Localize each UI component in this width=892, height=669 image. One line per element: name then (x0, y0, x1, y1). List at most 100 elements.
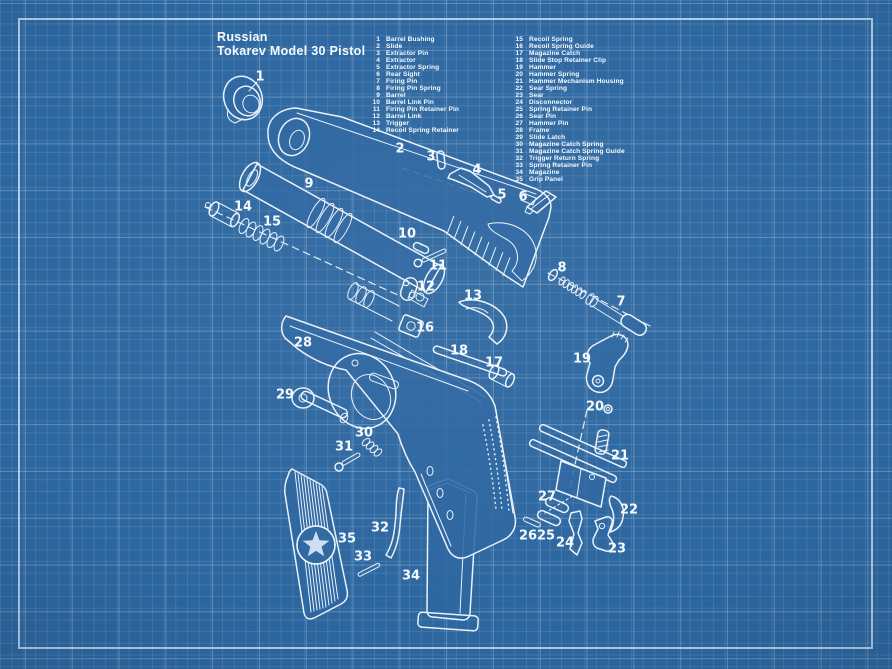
part-name: Grip Panel (529, 176, 563, 183)
part-12-barrel-link (399, 276, 419, 302)
part-24-disconnector (568, 510, 583, 556)
part-4-extractor (447, 167, 495, 198)
part-19-hammer (585, 331, 629, 394)
part-number: 6 (376, 71, 380, 78)
parts-list-item: 8 Firing Pin Spring (366, 85, 459, 92)
part-name: Slide Stop Retainer Clip (529, 57, 607, 64)
callout-28: 28 (294, 336, 312, 351)
part-15-recoil-spring (238, 218, 285, 252)
part-name: Frame (529, 127, 550, 134)
part-30-magazine-catch-spring (361, 437, 383, 457)
part-name: Trigger Return Spring (529, 155, 600, 162)
part-number: 20 (515, 71, 523, 78)
part-name: Spring Retainer Pin (529, 162, 593, 169)
parts-list-item: 18 Slide Stop Retainer Clip (506, 57, 625, 64)
part-20-hammer-spring (594, 404, 613, 455)
callout-33: 33 (354, 550, 372, 565)
part-name: Hammer Mechanism Housing (529, 78, 624, 85)
callout-24: 24 (556, 536, 574, 551)
part-28-frame (281, 315, 517, 559)
callout-2: 2 (395, 142, 404, 157)
part-number: 35 (515, 176, 523, 183)
callout-14: 14 (234, 200, 252, 215)
part-number: 22 (515, 85, 523, 92)
part-31-magazine-catch-spring-guide (334, 452, 361, 472)
part-21-hammer-mechanism-housing (528, 423, 628, 508)
part-name: Barrel Link Pin (386, 99, 435, 106)
part-29-slide-latch (291, 387, 349, 424)
part-name: Recoil Spring Retainer (386, 127, 459, 134)
part-name: Slide (386, 43, 403, 50)
callout-5: 5 (497, 188, 506, 203)
callout-16: 16 (416, 321, 434, 336)
part-number: 31 (515, 148, 523, 155)
part-25-spring-retainer-pin (536, 509, 562, 527)
callout-6: 6 (518, 190, 527, 205)
callout-30: 30 (355, 426, 373, 441)
part-name: Sear Pin (529, 113, 557, 120)
part-name: Sear (529, 92, 544, 99)
part-number: 15 (515, 36, 523, 43)
callout-32: 32 (371, 521, 389, 536)
callout-13: 13 (464, 289, 482, 304)
part-18-slide-stop-retainer-clip (432, 345, 508, 377)
part-name: Hammer (529, 64, 556, 71)
part-name: Firing Pin (386, 78, 418, 85)
part-number: 32 (515, 155, 523, 162)
part-name: Barrel Link (386, 113, 422, 120)
callout-19: 19 (573, 352, 591, 367)
part-number: 23 (515, 92, 523, 99)
callout-31: 31 (335, 440, 353, 455)
part-number: 3 (376, 50, 380, 57)
part-name: Barrel (386, 92, 406, 99)
part-number: 11 (372, 106, 380, 113)
part-number: 21 (515, 78, 523, 85)
parts-list-item: 32 Trigger Return Spring (506, 155, 625, 162)
parts-list-item: 21 Hammer Mechanism Housing (506, 78, 625, 85)
part-number: 25 (515, 106, 523, 113)
part-16-recoil-spring-guide (347, 282, 424, 338)
part-number: 4 (376, 57, 380, 64)
callout-25: 25 (537, 529, 555, 544)
title-line1: Russian (217, 30, 268, 44)
part-5-extractor-spring (490, 194, 502, 204)
part-10-barrel-link-pin (412, 241, 430, 255)
part-number: 16 (515, 43, 523, 50)
callout-9: 9 (304, 177, 313, 192)
part-2-slide (267, 107, 552, 288)
callout-26: 26 (519, 529, 537, 544)
part-name: Firing Pin Spring (386, 85, 441, 92)
part-name: Hammer Pin (529, 120, 569, 127)
part-number: 8 (376, 85, 380, 92)
part-32-trigger-return-spring (385, 487, 405, 559)
part-number: 19 (515, 64, 523, 71)
part-name: Extractor Spring (386, 64, 440, 71)
callout-20: 20 (586, 400, 604, 415)
part-number: 30 (515, 141, 523, 148)
part-number: 24 (515, 99, 523, 106)
part-name: Hammer Spring (529, 71, 580, 78)
part-name: Extractor Pin (386, 50, 429, 57)
callout-12: 12 (417, 280, 435, 295)
part-number: 18 (515, 57, 523, 64)
title-line2: Tokarev Model 30 Pistol (217, 43, 366, 58)
part-name: Disconnector (529, 99, 573, 106)
